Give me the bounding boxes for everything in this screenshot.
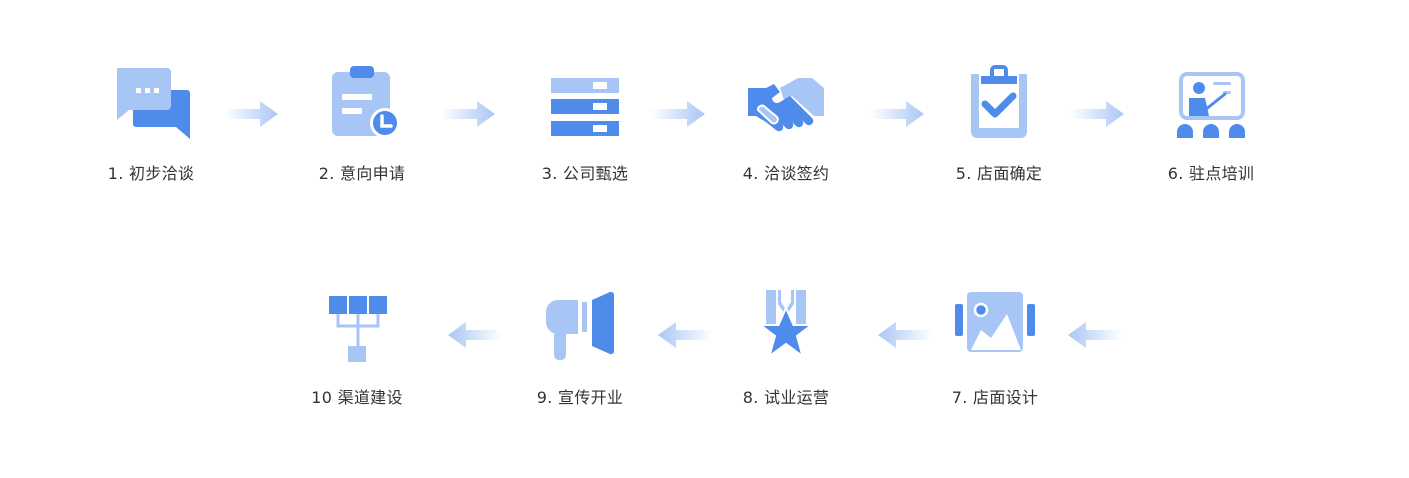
arrow-right-icon [224,101,278,127]
clipboard-check-icon [957,64,1041,140]
step-label: 3. 公司甄选 [541,164,629,183]
step-label: 8. 试业运营 [742,388,830,407]
arrow-left-icon [448,322,502,348]
arrow-left-icon [658,322,712,348]
server-list-icon [543,64,627,140]
training-presentation-icon [1169,64,1253,140]
chat-bubbles-icon [109,64,193,140]
step-label: 4. 洽谈签约 [742,164,830,183]
clipboard-clock-icon [320,64,404,140]
channel-tree-icon [315,286,399,362]
step-label: 10 渠道建设 [311,388,403,407]
arrow-left-icon [1068,322,1122,348]
step-label: 2. 意向申请 [318,164,406,183]
arrow-right-icon [441,101,495,127]
image-gallery-icon [953,286,1037,362]
arrow-right-icon [651,101,705,127]
arrow-right-icon [1070,101,1124,127]
step-label: 7. 店面设计 [951,388,1039,407]
step-label: 9. 宣传开业 [536,388,624,407]
arrow-right-icon [870,101,924,127]
medal-star-icon [744,286,828,362]
step-label: 5. 店面确定 [955,164,1043,183]
handshake-icon [744,64,828,140]
step-label: 1. 初步洽谈 [107,164,195,183]
megaphone-icon [538,286,622,362]
arrow-left-icon [878,322,932,348]
step-label: 6. 驻点培训 [1167,164,1255,183]
